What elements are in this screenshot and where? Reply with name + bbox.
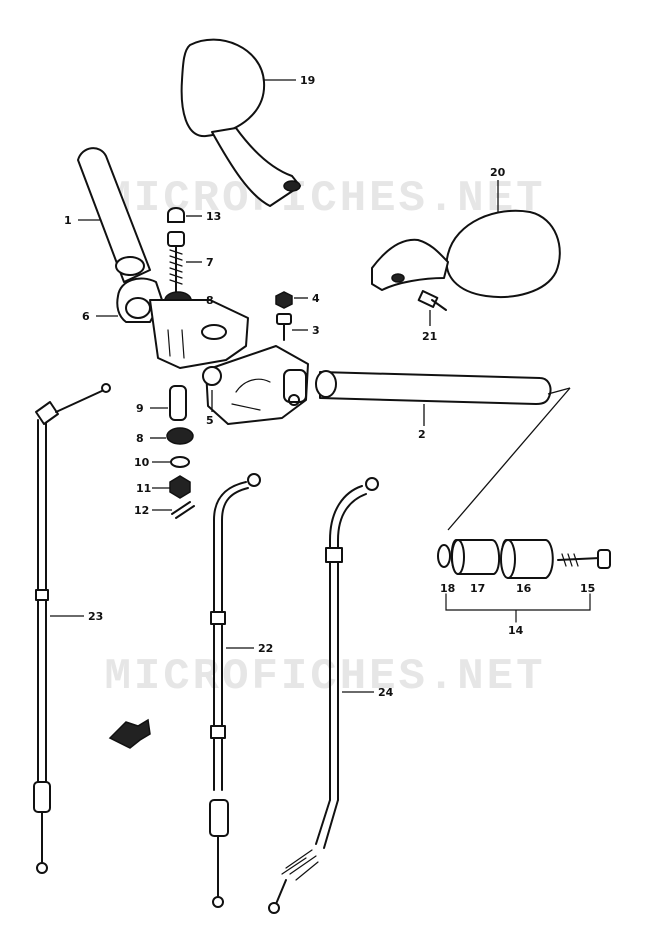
part-6-handlebar-holder <box>116 277 249 369</box>
callout-13: 13 <box>186 210 221 223</box>
callout-8-lower: 8 <box>136 432 166 445</box>
label-22: 22 <box>258 642 273 655</box>
part-16-balancer <box>500 539 554 579</box>
label-12: 12 <box>134 504 149 517</box>
callout-24: 24 <box>342 686 394 699</box>
label-17: 17 <box>470 582 485 595</box>
part-2-handlebar-right <box>315 370 552 405</box>
part-10-washer <box>170 456 190 468</box>
part-4-nut <box>275 291 293 309</box>
callout-23: 23 <box>50 610 103 623</box>
part-12-pin <box>171 501 195 519</box>
callout-18: 18 <box>440 582 455 595</box>
callout-12: 12 <box>134 504 172 517</box>
part-3-bolt <box>276 313 292 341</box>
part-8-washer-lower <box>166 427 194 445</box>
callout-20: 20 <box>490 166 506 212</box>
callout-1: 1 <box>64 214 100 227</box>
callout-5: 5 <box>206 390 214 427</box>
label-23: 23 <box>88 610 103 623</box>
label-2: 2 <box>418 428 426 441</box>
label-18: 18 <box>440 582 455 595</box>
callout-21: 21 <box>422 310 437 343</box>
part-17-spacer <box>450 539 500 575</box>
callout-9: 9 <box>136 402 168 415</box>
label-8-lower: 8 <box>136 432 144 445</box>
label-20: 20 <box>490 166 506 179</box>
part-13-cap <box>167 207 185 223</box>
callout-3: 3 <box>292 324 320 337</box>
label-1: 1 <box>64 214 72 227</box>
assembly-leader <box>447 387 571 531</box>
label-14: 14 <box>508 624 524 637</box>
callout-10: 10 <box>134 456 170 469</box>
part-9-rubber <box>169 385 187 421</box>
label-3: 3 <box>312 324 320 337</box>
callout-22: 22 <box>226 642 273 655</box>
callout-19: 19 <box>264 74 315 87</box>
callout-7: 7 <box>186 256 214 269</box>
callout-4: 4 <box>294 292 320 305</box>
callout-8-upper: 8 <box>192 294 214 307</box>
part-21-mirror-bolt <box>417 290 447 311</box>
direction-arrow-icon <box>108 718 151 749</box>
label-16: 16 <box>516 582 532 595</box>
part-23-clutch-cable <box>33 383 111 874</box>
label-19: 19 <box>300 74 315 87</box>
label-15: 15 <box>580 582 595 595</box>
part-20-mirror-left <box>371 209 561 298</box>
label-8-upper: 8 <box>206 294 214 307</box>
callout-6: 6 <box>82 310 118 323</box>
label-24: 24 <box>378 686 394 699</box>
part-7-bolt <box>167 231 185 293</box>
label-11: 11 <box>136 482 151 495</box>
part-24-throttle-cable <box>268 477 379 914</box>
label-10: 10 <box>134 456 150 469</box>
part-18-washer <box>437 544 451 568</box>
bracket-14 <box>445 593 591 623</box>
part-15-screw <box>557 549 611 569</box>
part-1-handlebar-left <box>77 147 151 283</box>
label-5: 5 <box>206 414 214 427</box>
label-6: 6 <box>82 310 90 323</box>
label-13: 13 <box>206 210 221 223</box>
callout-11: 11 <box>136 482 170 495</box>
callout-15: 15 <box>580 582 595 595</box>
callout-17: 17 <box>470 582 485 595</box>
part-11-nut <box>169 475 191 499</box>
label-21: 21 <box>422 330 437 343</box>
label-4: 4 <box>312 292 320 305</box>
label-9: 9 <box>136 402 144 415</box>
callout-2: 2 <box>418 404 426 441</box>
part-5-holder-clamp <box>202 345 309 425</box>
part-19-mirror-right <box>180 38 301 207</box>
part-22-throttle-cable <box>209 473 261 908</box>
label-7: 7 <box>206 256 214 269</box>
callout-14: 14 <box>508 624 524 637</box>
callout-16: 16 <box>516 582 532 595</box>
assembly-leader-2 <box>547 387 571 395</box>
